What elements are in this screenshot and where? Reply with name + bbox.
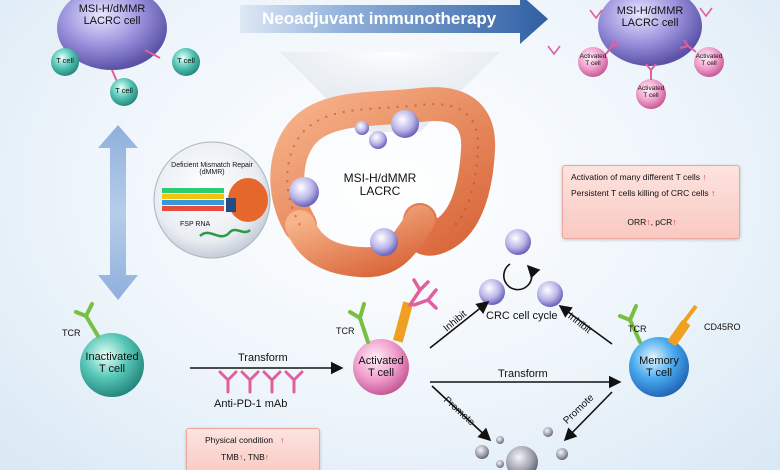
inactivated-t-cell (74, 302, 144, 397)
promote-arrow-right (563, 391, 613, 442)
memory-cell-label: Memory T cell (639, 355, 679, 379)
tumor-label-top-left: MSI-H/dMMR LACRC cell (78, 3, 146, 27)
promote-arrow-left (431, 385, 492, 442)
tcr-label: TCR (628, 324, 647, 334)
anti-pd1-label: Anti-PD-1 mAb (214, 398, 288, 410)
activated-t-cell-label: Activated T cell (695, 53, 723, 67)
outcome-line-1: Activation of many different T cells ↑ (571, 172, 707, 182)
tcr-label: TCR (62, 328, 81, 338)
colon-label: MSI-H/dMMR LACRC (343, 171, 417, 198)
outcome-box: Activation of many different T cells ↑ P… (562, 165, 740, 239)
condition-line-2: TMB↑, TNB↑ (221, 452, 270, 462)
inhibit-arrow-left (429, 301, 490, 349)
activated-cell-label: Activated T cell (358, 355, 404, 379)
memory-t-cell (618, 304, 698, 397)
outcome-line-3: ORR↑, pCR↑ (627, 217, 677, 227)
outcome-line-2: Persistent T cells killing of CRC cells … (571, 188, 716, 198)
transform-label-right: Transform (498, 368, 548, 380)
tumor-cell-top-right (547, 0, 724, 109)
inactivated-cell-label: Inactivated T cell (85, 351, 139, 375)
anti-pd1-antibody-icons (218, 370, 304, 394)
banner-text: Neoadjuvant immunotherapy (262, 9, 497, 28)
transform-label-left: Transform (238, 352, 288, 364)
activated-t-cell (348, 278, 438, 395)
inhibit-arrow-right (558, 305, 613, 345)
activated-t-cell-label: Activated T cell (579, 53, 607, 67)
tcr-label: TCR (336, 326, 355, 336)
tumor-label-top-right: MSI-H/dMMR LACRC cell (616, 5, 684, 29)
cell-cycle-label: CRC cell cycle (486, 310, 558, 322)
fsp-rna-label: FSP RNA (180, 221, 211, 228)
cd45ro-label: CD45RO (704, 322, 741, 332)
vertical-double-arrow (98, 125, 138, 300)
cell-cycle-graphic (479, 229, 563, 307)
physical-condition-box: Physical condition ↑ TMB↑, TNB↑ (186, 428, 320, 470)
activated-t-cell-label: Activated T cell (637, 85, 665, 99)
dmmr-inset (153, 141, 271, 259)
colon-illustration (270, 87, 496, 278)
t-cell-label: T cell (115, 86, 133, 95)
neoadjuvant-banner-arrow (240, 0, 548, 44)
t-cell-label: T cell (56, 56, 74, 65)
tumor-cell-top-left (51, 0, 200, 106)
dmmr-title: Deficient Mismatch Repair (dMMR) (171, 162, 253, 177)
condition-line-1: Physical condition ↑ (205, 435, 285, 445)
tumor-fragments (475, 427, 568, 470)
t-cell-label: T cell (177, 56, 195, 65)
